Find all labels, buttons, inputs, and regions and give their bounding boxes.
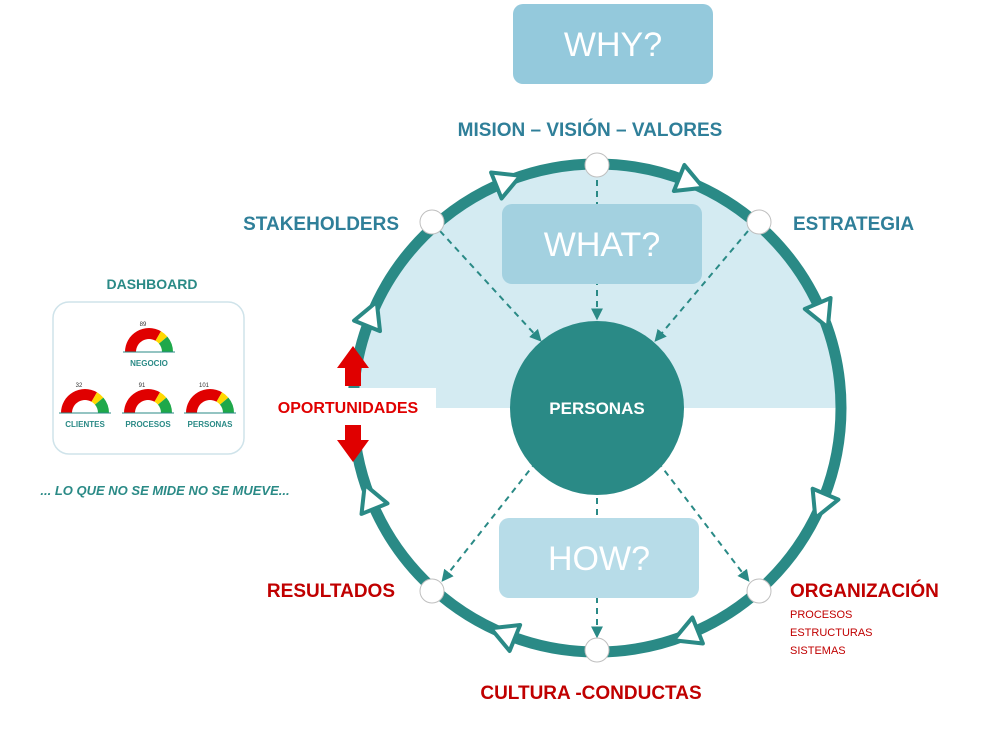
ring-arrow [671,615,705,646]
ring-arrow-group [352,163,841,653]
ring-arrow [359,482,390,516]
connector-top-right [654,230,749,342]
label-estrategia: ESTRATEGIA [793,214,914,235]
organizacion-item: ESTRUCTURAS [790,627,873,639]
organizacion-item: SISTEMAS [790,645,846,657]
gauge-value: 91 [139,383,146,389]
node-top-right [746,209,772,235]
label-stakeholders: STAKEHOLDERS [243,214,399,235]
label-cultura: CULTURA -CONDUCTAS [480,683,701,704]
oportunidades-arrow-up [337,346,369,386]
gauge-value: 101 [199,383,210,389]
how-label: HOW? [548,540,650,578]
upper-shade [353,164,841,408]
gauge: NEGOCIO 89 [123,322,175,368]
gauge: PERSONAS 101 [184,383,236,429]
dashboard-card [52,301,245,455]
gauge-arc [155,331,168,344]
organizacion-item: PROCESOS [790,609,852,621]
gauge-arc [157,397,172,413]
ring-arrow [489,170,523,201]
what-box: WHAT? [502,204,702,284]
gauge-arc [154,392,167,405]
connector-bottom-left [441,461,537,582]
dashboard-title: DASHBOARD [107,276,198,292]
gauge-arc [216,392,229,405]
gauge-arc [158,336,173,352]
connector-top-left [439,230,542,342]
gauge-arc [186,389,222,413]
node-bottom-left [419,578,445,604]
slogan: ... LO QUE NO SE MIDE NO SE MUEVE... [40,483,289,498]
node-top-left [419,209,445,235]
gauge: CLIENTES 32 [59,383,111,429]
why-box: WHY? [513,4,713,84]
how-box: HOW? [499,518,699,598]
gauge-value: 89 [140,322,147,328]
gauge-value: 32 [76,383,83,389]
ring-arrow [488,622,523,653]
gauge-label: CLIENTES [65,420,105,429]
why-label: WHY? [564,26,662,64]
gauge-arc [125,328,161,352]
oportunidades-arrow-down [337,425,369,462]
gauge-arc [124,389,160,413]
personas-circle [510,321,684,495]
node-top [584,152,610,178]
oportunidades-label: OPORTUNIDADES [278,400,419,417]
gauge: PROCESOS 91 [122,383,174,429]
personas-label: PERSONAS [549,399,644,418]
ring-arrow [352,299,383,334]
gauge-arc [219,397,234,413]
ring-arrow [671,163,706,194]
node-bottom [584,637,610,663]
label-mision: MISION – VISIÓN – VALORES [458,119,723,141]
gauge-label: PROCESOS [125,420,171,429]
oportunidades-bg [268,388,436,426]
gauge-label: NEGOCIO [130,359,168,368]
connector-bottom-right [657,461,750,582]
organizacion-items: PROCESOS ESTRUCTURAS SISTEMAS [790,609,873,657]
gauge-label: PERSONAS [188,420,234,429]
gauge-arc [94,397,109,413]
gauge-arc [61,389,97,413]
label-organizacion: ORGANIZACIÓN [790,580,939,602]
label-resultados: RESULTADOS [267,581,395,602]
gauge-arc [91,392,104,405]
ring-arrow [802,295,833,330]
node-bottom-right [746,578,772,604]
ring-arrow [810,486,841,521]
what-label: WHAT? [544,226,660,264]
ring-nodes [419,152,772,663]
